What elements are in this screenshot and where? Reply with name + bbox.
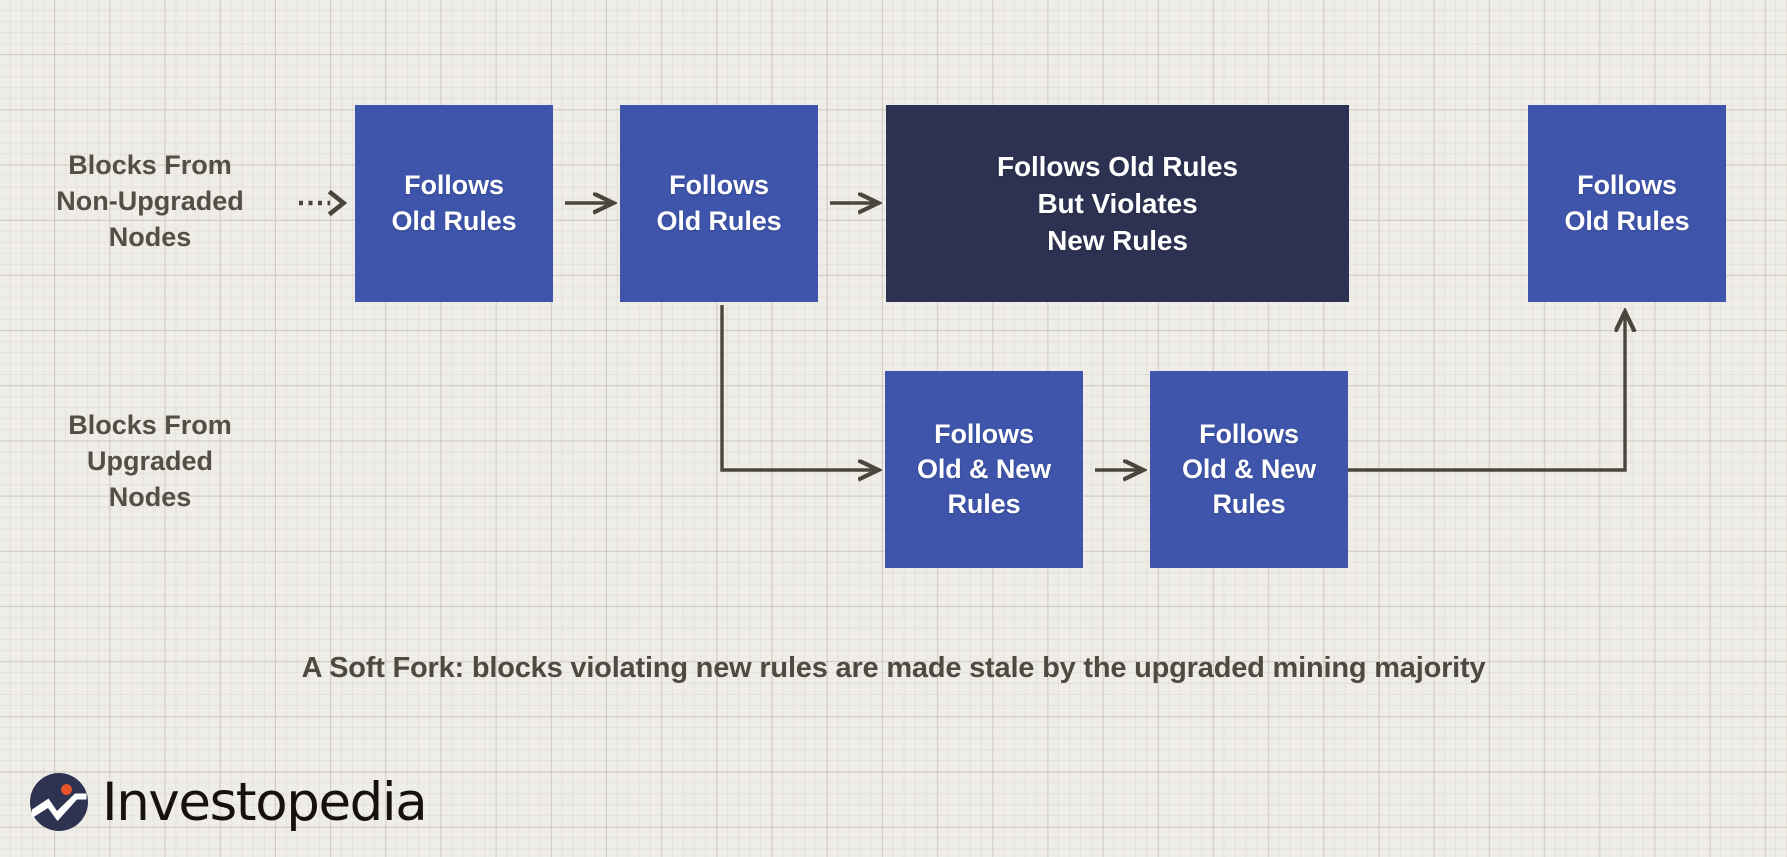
top-block-3-label: Follows Old Rules But Violates New Rules xyxy=(997,150,1238,257)
top-block-1-label: Follows Old Rules xyxy=(391,170,517,236)
connector-bottom-2-to-top-4 xyxy=(1348,313,1625,472)
bottom-block-1[interactable]: Follows Old & New Rules xyxy=(885,371,1083,568)
diagram-caption: A Soft Fork: blocks violating new rules … xyxy=(301,652,1486,684)
top-block-3-violating[interactable]: Follows Old Rules But Violates New Rules xyxy=(886,105,1349,302)
top-block-4[interactable]: Follows Old Rules xyxy=(1528,105,1726,302)
row-label-non-upgraded-nodes: Blocks From Non-Upgraded Nodes xyxy=(56,150,244,252)
top-block-4-label: Follows Old Rules xyxy=(1564,170,1690,236)
bottom-block-1-label: Follows Old & New Rules xyxy=(916,418,1052,520)
investopedia-wordmark: Investopedia xyxy=(102,771,428,833)
connector-top-2-to-bottom-1 xyxy=(720,305,877,470)
row-label-upgraded-nodes: Blocks From Upgraded Nodes xyxy=(68,410,232,512)
dotted-entry-arrow xyxy=(299,189,348,217)
top-block-1[interactable]: Follows Old Rules xyxy=(355,105,553,302)
investopedia-logo: Investopedia xyxy=(30,771,428,833)
investopedia-mark-icon xyxy=(30,773,88,831)
bottom-block-2-label: Follows Old & New Rules xyxy=(1181,418,1317,520)
top-block-2-label: Follows Old Rules xyxy=(656,170,782,236)
bottom-block-2[interactable]: Follows Old & New Rules xyxy=(1150,371,1348,568)
top-block-2[interactable]: Follows Old Rules xyxy=(620,105,818,302)
